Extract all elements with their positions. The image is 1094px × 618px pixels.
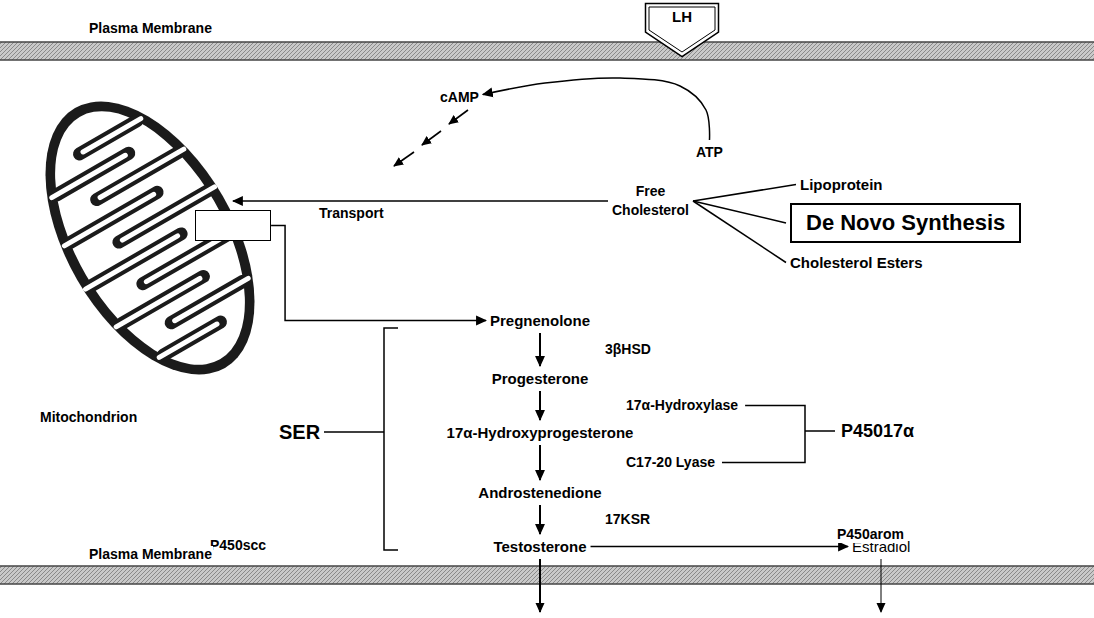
node-text: Pregnenolone (490, 311, 590, 330)
enzyme-label: 3βHSD (604, 341, 652, 358)
steroid: 17α-Hydroxyprogesterone (447, 423, 634, 442)
enzyme-label: P450arom (836, 526, 905, 543)
node-text: Mitochondrion (40, 408, 238, 427)
plasma-membrane-top (0, 42, 1094, 60)
connector (693, 201, 786, 223)
node-text: ATP (696, 143, 723, 162)
membrane-label: Plasma Membrane (88, 20, 213, 37)
node-text: Cholesterol Esters (790, 253, 923, 272)
free-cholesterol: Free Cholesterol (612, 182, 689, 220)
enzyme-label: C17-20 Lyase (625, 454, 716, 471)
connector (693, 185, 796, 202)
enzyme-box: P450scc (195, 210, 271, 241)
connector (693, 201, 786, 263)
connector (539, 505, 541, 534)
enzyme-bracket (722, 406, 835, 463)
enzyme-label: P45017α (840, 420, 915, 442)
plasma-membrane-bottom (0, 566, 1094, 584)
node-text: Progesterone (492, 369, 589, 388)
connector (233, 200, 608, 202)
signal-arrow (449, 110, 468, 124)
crista-fold (116, 278, 200, 326)
enzyme-label: Transport (318, 205, 385, 222)
secretion-arrow (539, 559, 541, 612)
ser-bracket (324, 328, 398, 550)
steroid: Testosterone (493, 537, 586, 556)
node-text: cAMP (440, 88, 479, 107)
cholesterol-source: Lipoprotein (800, 175, 883, 194)
compartment-label: SER (278, 420, 321, 444)
secretion-arrow (881, 559, 882, 612)
membrane-label: Plasma Membrane (88, 546, 213, 563)
mitochondrion: MitochondrionP450scc (35, 88, 233, 433)
cholesterol-source: Cholesterol Esters (790, 253, 923, 272)
signal-arrow (422, 131, 441, 145)
crista-fold (83, 119, 141, 152)
node-text: P450scc (210, 536, 266, 555)
connector (483, 78, 710, 140)
node-text: 17α-Hydroxyprogesterone (447, 423, 634, 442)
node-text: De Novo Synthesis (806, 210, 1005, 236)
inner-space (16, 80, 284, 396)
crista-fold (100, 149, 184, 197)
steroid: Pregnenolone (490, 311, 590, 330)
receptor-shape: LH (644, 2, 720, 58)
synthesis-box: De Novo Synthesis (790, 203, 1021, 243)
crista-fold (64, 194, 153, 246)
connector (591, 546, 848, 548)
node-text: Free Cholesterol (612, 182, 689, 220)
crista-fold (175, 278, 249, 320)
second-messenger: cAMP (440, 88, 479, 107)
crista-fold (159, 324, 217, 357)
connector (271, 226, 486, 321)
connector (539, 333, 541, 366)
substrate-label: ATP (696, 143, 723, 162)
connector (539, 391, 541, 420)
signal-arrow (394, 152, 414, 166)
node-text: Androstenedione (478, 483, 601, 502)
enzyme-label: 17KSR (604, 511, 651, 528)
node-text: Lipoprotein (800, 175, 883, 194)
steroid: Progesterone (492, 369, 589, 388)
enzyme-label: 17α-Hydroxylase (625, 397, 739, 414)
node-text: Testosterone (493, 537, 586, 556)
outer-membrane (2, 66, 297, 410)
steroid: Androstenedione (478, 483, 601, 502)
camp-signal-arrows (394, 110, 468, 166)
node-text: LH (644, 2, 720, 26)
crista-fold (86, 236, 178, 289)
connector (539, 445, 541, 480)
